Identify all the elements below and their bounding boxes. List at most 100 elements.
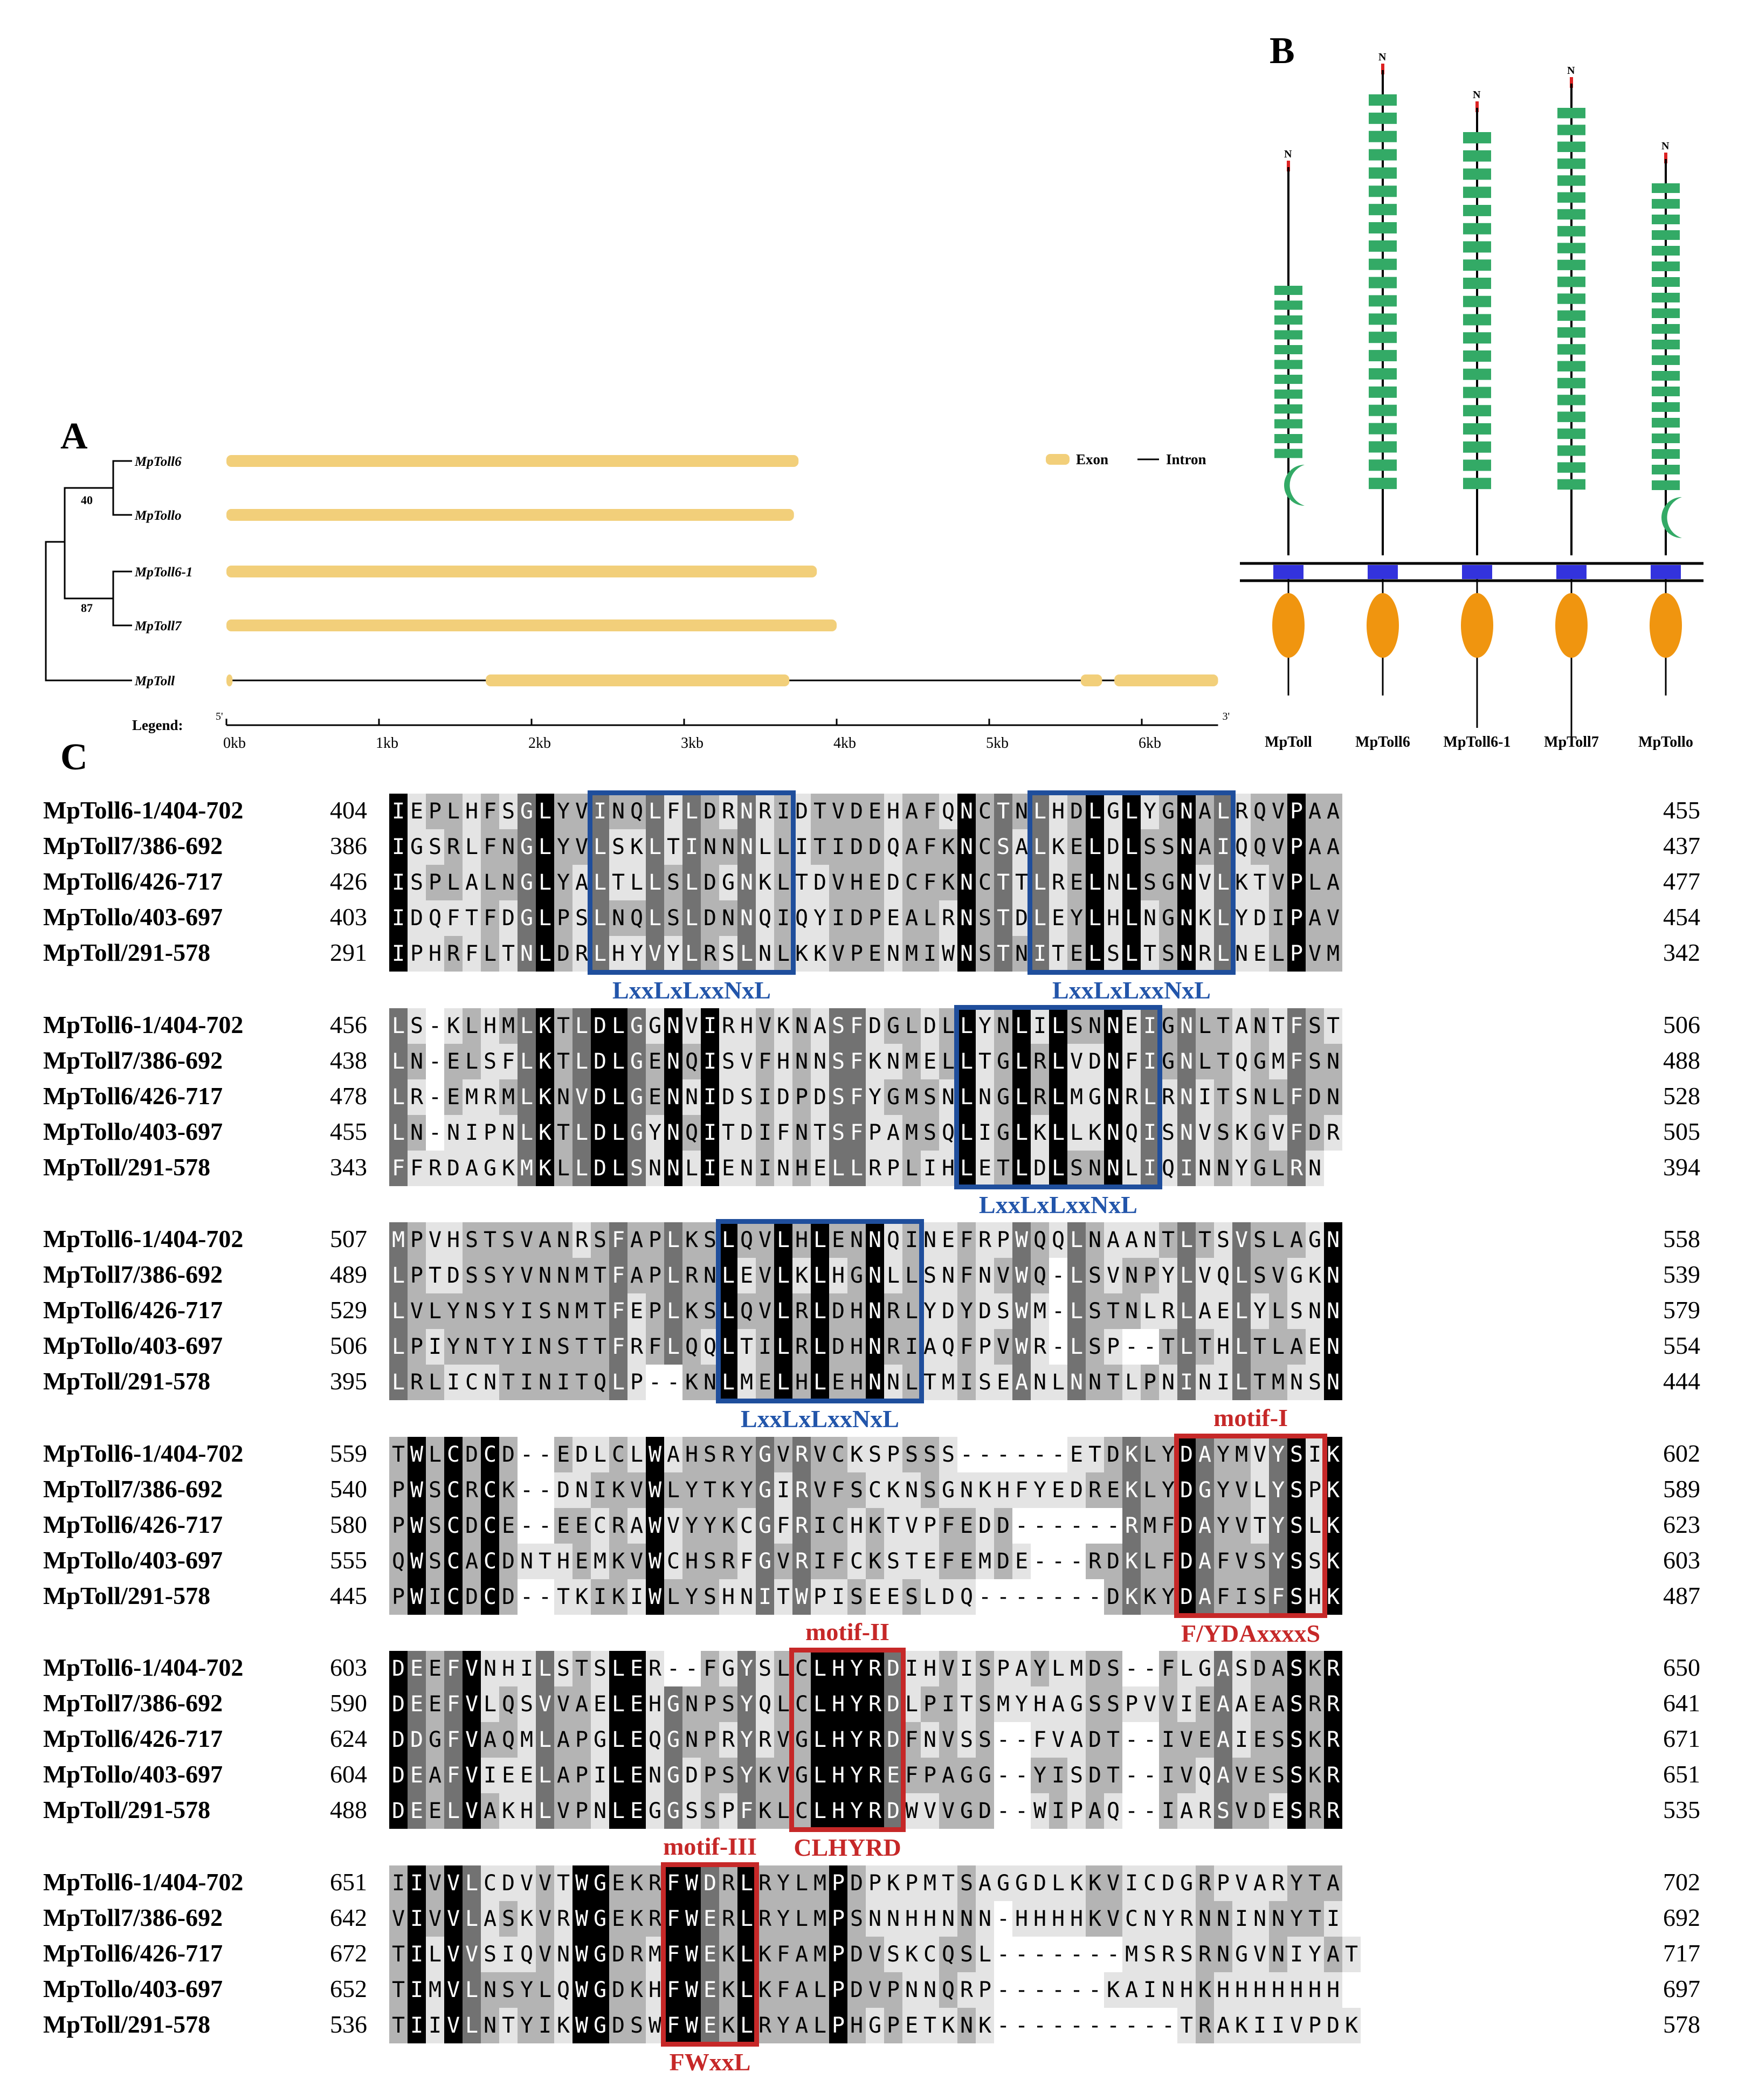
residue-cell: P (573, 1722, 591, 1758)
exon-bar (226, 455, 799, 467)
sequence-end-position: 558 (1663, 1225, 1700, 1252)
residue-cell: I (481, 1758, 499, 1793)
residue-cell: T (554, 1044, 573, 1079)
residue-cell: V (554, 1793, 573, 1829)
residue-cell: A (1269, 1651, 1287, 1686)
residue-cell: T (994, 1151, 1012, 1186)
residue-cell: - (994, 1901, 1012, 1937)
residue-cell: V (1196, 1258, 1214, 1293)
residue-cell: D (701, 794, 719, 829)
residue-cell: I (1269, 2008, 1287, 2043)
protein-name-label: MpToll (1265, 734, 1312, 751)
residue-cell: S (1159, 936, 1177, 972)
residue-cell: E (994, 1365, 1012, 1400)
lrr-domain (1652, 418, 1680, 428)
lrr-domain (1557, 395, 1585, 405)
residue-cell: V (921, 1793, 939, 1829)
residue-cell: P (1214, 1865, 1232, 1901)
residue-cell: C (664, 1544, 682, 1579)
residue-cell: L (811, 1972, 829, 2008)
residue-cell: D (444, 1151, 463, 1186)
residue-cell: T (811, 829, 829, 865)
lrr-domain (1369, 204, 1397, 216)
residue-cell: H (646, 1686, 664, 1722)
sequence-name: MpToll6/426-717 (43, 1082, 223, 1110)
residue-cell: H (847, 2008, 866, 2043)
residue-cell: L (957, 1008, 976, 1044)
residue-cell: K (756, 1758, 774, 1793)
residue-cell: A (1196, 1508, 1214, 1544)
residue-cell: C (976, 829, 994, 865)
lrr-domain (1652, 402, 1680, 412)
lrr-domain (1557, 108, 1585, 119)
residue-cell: E (921, 1044, 939, 1079)
residue-cell: E (1067, 1437, 1086, 1472)
residue-cell: I (756, 1079, 774, 1115)
residue-cell: K (609, 1544, 627, 1579)
residue-cell: T (481, 1222, 499, 1258)
residue-cell: P (408, 1258, 426, 1293)
residue-cell: Y (1269, 1544, 1287, 1579)
residue-cell: S (701, 1544, 719, 1579)
residue-cell: L (591, 1437, 609, 1472)
residue-cell: L (1049, 1651, 1067, 1686)
residue-cell: V (518, 1222, 536, 1258)
lrr-domain (1274, 389, 1302, 399)
residue-cell: N (756, 936, 774, 972)
residue-cell: S (1251, 1579, 1269, 1615)
residue-cell: S (426, 1508, 444, 1544)
residue-cell: M (1031, 1293, 1049, 1329)
residue-cell: N (591, 1793, 609, 1829)
residue-cell: V (1269, 865, 1287, 900)
residue-cell: A (1269, 1686, 1287, 1722)
residue-cell: M (573, 1258, 591, 1293)
residue-cell: G (664, 1722, 682, 1758)
exon-bar (1080, 674, 1102, 686)
residue-cell: Y (682, 1508, 701, 1544)
residue-cell: A (1324, 865, 1342, 900)
residue-cell: L (957, 1044, 976, 1079)
residue-cell: R (1306, 1686, 1324, 1722)
residue-cell: W (408, 1579, 426, 1615)
residue-cell: R (866, 1686, 884, 1722)
residue-cell: W (1012, 1258, 1031, 1293)
residue-cell: R (1324, 1722, 1342, 1758)
lrr-domain (1652, 387, 1680, 396)
residue-cell: L (389, 1258, 408, 1293)
residue-cell: S (1287, 1544, 1306, 1579)
residue-cell: P (884, 1437, 902, 1472)
residue-cell: A (1122, 1222, 1141, 1258)
residue-cell: Y (554, 829, 573, 865)
residue-cell: A (1287, 1222, 1306, 1258)
residue-cell: P (994, 1651, 1012, 1686)
residue-cell: M (518, 1151, 536, 1186)
residue-cell: S (609, 829, 627, 865)
residue-cell: L (573, 1008, 591, 1044)
residue-cell: D (847, 1972, 866, 2008)
residue-cell: L (921, 1579, 939, 1615)
residue-cell: D (682, 1758, 701, 1793)
sequence-name: MpToll6-1/404-702 (43, 1225, 244, 1252)
residue-cell: W (939, 936, 957, 972)
residue-cell: A (792, 1937, 811, 1972)
residue-cell: V (939, 1651, 957, 1686)
residue-cell: F (939, 1544, 957, 1579)
residue-cell: N (866, 1258, 884, 1293)
residue-cell: N (1159, 1365, 1177, 1400)
residue-cell: R (866, 1758, 884, 1793)
residue-cell: I (518, 1365, 536, 1400)
axis-tick-label: 1kb (376, 735, 398, 752)
residue-cell: N (957, 2008, 976, 2043)
residue-cell: W (573, 2008, 591, 2043)
residue-cell: N (554, 1258, 573, 1293)
residue-cell: G (1086, 1079, 1104, 1115)
sequence-name: MpToll/291-578 (43, 2011, 211, 2038)
residue-cell: L (1086, 936, 1104, 972)
residue-cell: P (701, 1686, 719, 1722)
residue-cell: S (1067, 1758, 1086, 1793)
residue-cell: D (499, 1544, 518, 1579)
residue-cell: T (1269, 1008, 1287, 1044)
residue-cell: E (627, 1686, 646, 1722)
lrr-domain (1557, 445, 1585, 456)
residue-cell: L (902, 1151, 921, 1186)
